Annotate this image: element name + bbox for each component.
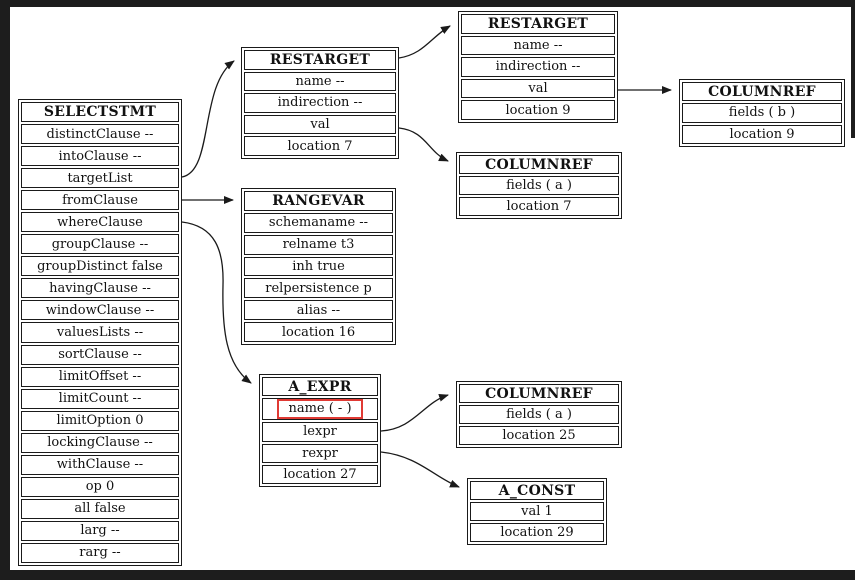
row-rexpr: rexpr <box>262 443 378 463</box>
row-relname: relname t3 <box>244 234 393 255</box>
row-fields: fields ( a ) <box>459 405 619 424</box>
row-val: val <box>244 114 396 135</box>
row-havingclause: havingClause -- <box>21 278 179 299</box>
row-distinctclause: distinctClause -- <box>21 124 179 145</box>
row-limitoption: limitOption 0 <box>21 410 179 431</box>
node-restarget-loc7: RESTARGET name -- indirection -- val loc… <box>241 47 399 159</box>
node-title: A_CONST <box>470 481 604 500</box>
node-a-expr: A_EXPR name ( - ) lexpr rexpr location 2… <box>259 374 381 487</box>
row-limitoffset: limitOffset -- <box>21 366 179 387</box>
row-whereclause: whereClause <box>21 212 179 233</box>
row-rarg: rarg -- <box>21 542 179 563</box>
row-groupclause: groupClause -- <box>21 234 179 255</box>
node-columnref-loc9: COLUMNREF fields ( b ) location 9 <box>679 79 845 147</box>
row-location: location 7 <box>244 136 396 156</box>
row-groupdistinct: groupDistinct false <box>21 256 179 277</box>
row-fromclause: fromClause <box>21 190 179 211</box>
row-location: location 25 <box>459 426 619 445</box>
row-location: location 9 <box>682 124 842 144</box>
row-intoclause: intoClause -- <box>21 146 179 167</box>
row-all: all false <box>21 498 179 519</box>
frame-right-strip <box>851 0 855 138</box>
row-name: name -- <box>244 71 396 92</box>
row-val: val <box>461 78 615 99</box>
row-windowclause: windowClause -- <box>21 300 179 321</box>
row-location: location 27 <box>262 464 378 484</box>
node-title: RANGEVAR <box>244 191 393 211</box>
node-restarget-loc9: RESTARGET name -- indirection -- val loc… <box>458 11 618 123</box>
row-val: val 1 <box>470 502 604 521</box>
row-larg: larg -- <box>21 520 179 541</box>
node-columnref-loc25: COLUMNREF fields ( a ) location 25 <box>456 381 622 448</box>
node-columnref-loc7: COLUMNREF fields ( a ) location 7 <box>456 152 622 219</box>
row-op: op 0 <box>21 476 179 497</box>
node-title: COLUMNREF <box>459 384 619 403</box>
row-location: location 29 <box>470 523 604 542</box>
row-indirection: indirection -- <box>461 57 615 77</box>
row-limitcount: limitCount -- <box>21 388 179 409</box>
row-targetlist: targetList <box>21 168 179 189</box>
node-title: COLUMNREF <box>459 155 619 174</box>
row-location: location 9 <box>461 100 615 120</box>
node-title: RESTARGET <box>244 50 396 70</box>
row-sortclause: sortClause -- <box>21 344 179 365</box>
row-name-highlighted: name ( - ) <box>262 398 378 421</box>
row-alias: alias -- <box>244 300 393 321</box>
row-fields: fields ( a ) <box>459 176 619 195</box>
row-indirection: indirection -- <box>244 93 396 113</box>
row-lexpr: lexpr <box>262 422 378 442</box>
node-a-const: A_CONST val 1 location 29 <box>467 478 607 545</box>
row-name: name -- <box>461 35 615 56</box>
node-title: SELECTSTMT <box>21 102 179 123</box>
row-inh: inh true <box>244 256 393 277</box>
row-lockingclause: lockingClause -- <box>21 432 179 453</box>
node-selectstmt: SELECTSTMT distinctClause -- intoClause … <box>18 99 182 566</box>
row-location: location 16 <box>244 322 393 343</box>
node-title: A_EXPR <box>262 377 378 397</box>
row-schemaname: schemaname -- <box>244 212 393 233</box>
red-highlight-box: name ( - ) <box>277 399 363 420</box>
row-valueslists: valuesLists -- <box>21 322 179 343</box>
node-title: COLUMNREF <box>682 82 842 102</box>
row-location: location 7 <box>459 197 619 216</box>
node-title: RESTARGET <box>461 14 615 34</box>
node-rangevar: RANGEVAR schemaname -- relname t3 inh tr… <box>241 188 396 345</box>
row-fields: fields ( b ) <box>682 103 842 123</box>
row-relpersistence: relpersistence p <box>244 278 393 299</box>
row-withclause: withClause -- <box>21 454 179 475</box>
